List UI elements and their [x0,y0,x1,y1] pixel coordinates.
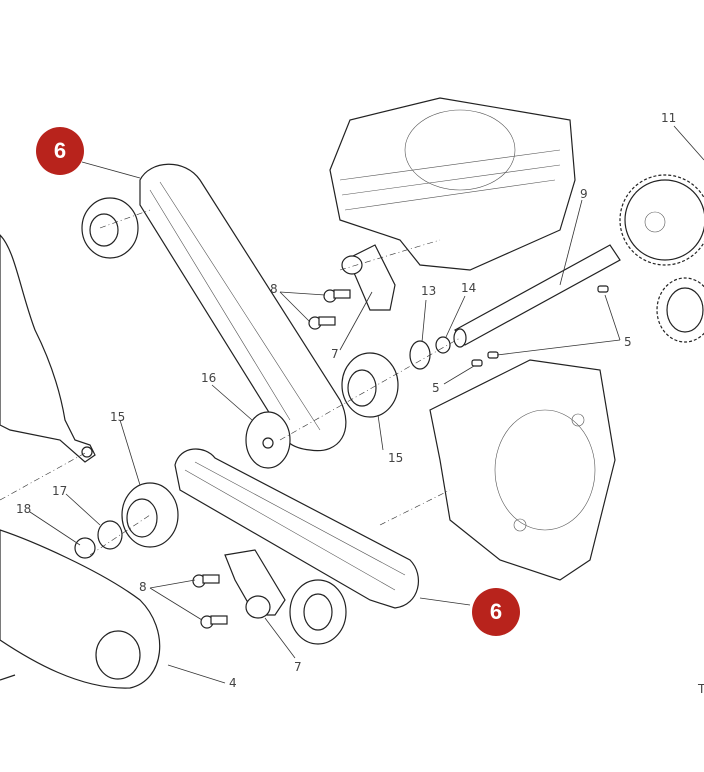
label-part-7-upper: 7 [331,347,339,361]
label-part-15-upper: 15 [110,410,126,424]
key-5c [597,285,609,293]
cover-mount-hole [81,446,93,458]
front-cylinder [429,359,616,581]
lower-right-pulley [289,579,347,645]
label-part-13: 13 [421,284,437,298]
label-part-9: 9 [580,187,588,201]
lower-camshaft-pulley [121,482,179,548]
small-gear [656,277,704,343]
label-part-5-left: 5 [432,381,440,395]
label-part-7-lower: 7 [294,660,302,674]
circlip-14 [435,336,451,354]
nut-18 [74,537,96,559]
timing-cover-left [0,234,96,463]
label-part-17: 17 [52,484,68,498]
label-part-4: 4 [229,676,237,690]
gear-11 [619,174,704,266]
label-part-5-right: 5 [624,335,632,349]
lower-timing-belt [174,448,419,609]
label-part-11: 11 [661,111,677,125]
bearing-17 [97,520,123,550]
callout-timing-belt-upper[interactable]: 6 [36,127,84,175]
label-part-18: 18 [16,502,32,516]
rear-cylinder [329,97,576,271]
lower-tensioner [224,549,286,619]
key-5b [487,351,499,359]
key-5a [471,359,483,367]
upper-camshaft-pulley [341,352,399,418]
label-part-8-lower: 8 [139,580,147,594]
label-part-16: 16 [201,371,217,385]
label-part-15-lower: 15 [388,451,404,465]
upper-bolts [308,289,351,330]
shaft-9 [453,244,621,348]
label-part-8-upper: 8 [270,282,278,296]
lower-bolts [192,574,228,629]
upper-left-pulley [81,197,139,259]
upper-timing-belt [139,163,347,452]
upper-tensioner [341,244,396,311]
label-part-14: 14 [461,281,477,295]
callout-timing-belt-lower[interactable]: 6 [472,588,520,636]
corner-mark: T [698,682,704,696]
